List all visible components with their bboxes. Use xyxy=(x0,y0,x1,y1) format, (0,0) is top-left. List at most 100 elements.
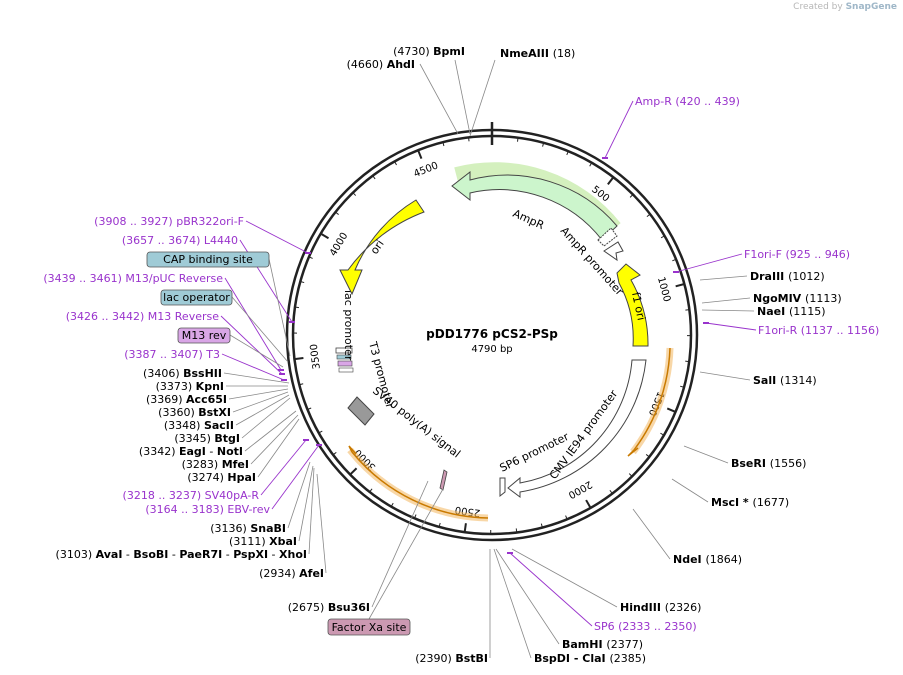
leader-line xyxy=(231,296,289,363)
primer-2: F1ori-R (1137 .. 1156) xyxy=(758,324,879,337)
tick xyxy=(675,283,685,288)
boxed-label-bg xyxy=(160,289,233,306)
boxed-label: M13 rev xyxy=(182,329,227,342)
primer-8: (3387 .. 3407) T3 xyxy=(124,348,220,361)
feature-cmv-promoter xyxy=(507,359,647,498)
tick xyxy=(645,454,650,458)
feature-m13rev xyxy=(337,360,353,367)
leader-line xyxy=(268,258,291,357)
primer-3: SP6 (2333 .. 2350) xyxy=(594,620,697,633)
watermark-brand: SnapGene xyxy=(845,2,897,12)
tick xyxy=(660,432,665,436)
factor-xa-box xyxy=(327,618,411,636)
tick xyxy=(589,162,593,167)
leader-line xyxy=(308,467,315,555)
leader-line xyxy=(228,388,289,400)
boxed-label-bg xyxy=(146,251,270,268)
primer-leader xyxy=(245,220,309,254)
site-left-13: (3103) AvaI - BsoBI - PaeR7I - PspXI - X… xyxy=(56,548,307,561)
feature-ampr-promoter xyxy=(603,241,624,262)
leader-line xyxy=(683,445,729,464)
leader-line xyxy=(235,394,290,426)
label-lac-promoter: lac promoter xyxy=(342,290,355,361)
plasmid-length: 4790 bp xyxy=(471,344,512,355)
site-left-12: (3111) XbaI xyxy=(229,535,297,548)
leader-line xyxy=(241,397,291,439)
leader-line xyxy=(371,480,429,608)
feature-f1-ori xyxy=(616,263,649,347)
site-left-3: (3373) KpnI xyxy=(156,380,224,393)
leader-line xyxy=(257,418,300,478)
boxed-label-bg xyxy=(177,327,231,344)
feature-ampr-internal xyxy=(597,227,618,247)
primer-leader xyxy=(509,552,593,627)
tick xyxy=(394,161,397,166)
factor-xa-label: Factor Xa site xyxy=(332,621,407,634)
site-left-15: (2675) Bsu36I xyxy=(288,601,370,614)
tick xyxy=(307,407,312,410)
feature-t3-promoter xyxy=(335,347,353,354)
tick xyxy=(390,502,394,507)
primer-leader xyxy=(260,439,307,496)
orange-arc-right-line xyxy=(633,347,671,451)
label-f1-ori: f1 ori xyxy=(629,291,648,322)
leader-line xyxy=(469,59,496,137)
primer-leader xyxy=(221,353,285,381)
primer-1: F1ori-F (925 .. 946) xyxy=(744,248,850,261)
tick xyxy=(299,383,304,386)
tick xyxy=(372,175,376,180)
tick xyxy=(609,490,613,494)
tick xyxy=(369,488,373,493)
tick-label: 4000 xyxy=(328,231,350,259)
leader-line xyxy=(495,548,560,645)
site-right-6: MscI * (1677) xyxy=(711,496,789,509)
tick-label: 4500 xyxy=(412,160,440,180)
tick xyxy=(318,430,323,434)
leader-line xyxy=(298,465,314,542)
site-left-4: (3369) Acc65I xyxy=(146,393,227,406)
primer-0: Amp-R (420 .. 439) xyxy=(635,95,740,108)
site-left-5: (3360) BstXI xyxy=(158,406,231,419)
tick xyxy=(685,360,690,363)
snapgene-watermark: Created by SnapGene xyxy=(793,2,897,12)
tick xyxy=(517,137,519,142)
site-right-7: NdeI (1864) xyxy=(673,553,742,566)
leader-line xyxy=(699,371,751,381)
leader-line xyxy=(316,473,327,574)
site-right-2: NgoMIV (1113) xyxy=(753,292,842,305)
leader-line xyxy=(701,297,751,304)
site-right-1: DraIII (1012) xyxy=(750,270,825,283)
site-right-8: HindIII (2326) xyxy=(620,601,701,614)
tick xyxy=(629,194,634,198)
leader-line xyxy=(699,275,748,281)
leader-line xyxy=(419,63,459,135)
site-right-4: SalI (1314) xyxy=(753,374,817,387)
tick xyxy=(565,515,568,520)
site-left-9: (3283) MfeI xyxy=(182,458,249,471)
site-labels: NmeAIII (18)DraIII (1012)NgoMIV (1113)Na… xyxy=(43,45,879,665)
plasmid-name: pDD1776 pCS2-PSp xyxy=(426,327,558,341)
tick xyxy=(414,514,417,519)
tick xyxy=(308,256,313,259)
tick xyxy=(417,149,423,159)
feature-ampr xyxy=(451,170,618,241)
boxed-label: CAP binding site xyxy=(163,253,253,266)
primer-leader xyxy=(604,100,634,159)
primer-5: (3657 .. 3674) L4440 xyxy=(122,234,238,247)
site-left-7: (3345) BtgI xyxy=(174,432,240,445)
site-right-3: NaeI (1115) xyxy=(757,305,826,318)
leader-line xyxy=(223,372,290,384)
site-left-8: (3342) EagI - NotI xyxy=(139,445,243,458)
watermark-prefix: Created by xyxy=(793,2,843,12)
site-left-10: (3274) HpaI xyxy=(187,471,256,484)
label-ori: ori xyxy=(368,238,387,257)
primer-leader xyxy=(705,322,757,331)
tick-label: 2000 xyxy=(566,478,594,500)
tick xyxy=(660,235,665,239)
primer-9: (3218 .. 3237) SV40pA-R xyxy=(123,489,260,502)
label-ampr: AmpR xyxy=(511,207,547,232)
tick xyxy=(542,142,545,147)
tick xyxy=(438,522,441,527)
tick xyxy=(335,211,339,215)
